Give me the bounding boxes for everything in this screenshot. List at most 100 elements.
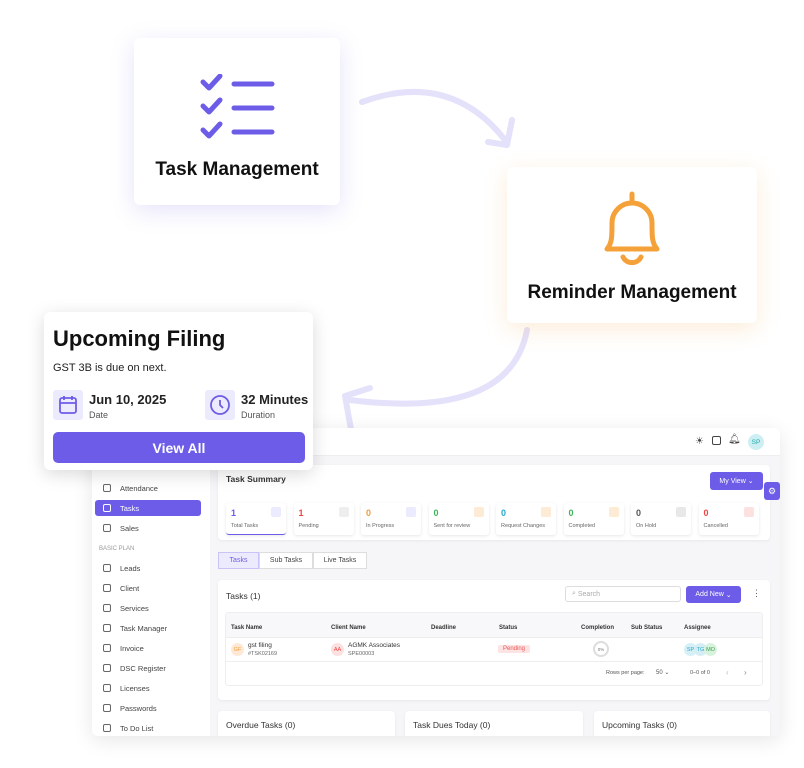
tab-live-tasks[interactable]: Live Tasks <box>313 552 367 569</box>
task-management-card: Task Management <box>134 38 340 205</box>
stat-icon <box>676 507 686 517</box>
label: Sales <box>120 523 139 533</box>
tab-sub-tasks[interactable]: Sub Tasks <box>259 552 313 569</box>
menu-icon <box>103 564 111 572</box>
column-header[interactable]: Deadline <box>431 625 457 631</box>
tabs: Tasks Sub Tasks Live Tasks <box>218 552 368 569</box>
sidebar-item-task-manager[interactable]: Task Manager <box>95 620 201 636</box>
settings-icon[interactable]: ⚙ <box>764 482 780 500</box>
more-options-icon[interactable]: ⋮ <box>752 588 761 598</box>
search-icon: ⌕ <box>572 590 578 597</box>
calendar-icon <box>53 390 83 420</box>
stat-icon <box>338 507 349 517</box>
column-header[interactable]: Task Name <box>231 625 263 631</box>
my-view-button[interactable]: My View ⌄ <box>710 472 763 490</box>
tasks-table: Task Name Client Name Deadline Status Comple… <box>225 612 763 686</box>
reminder-management-title: Reminder Management <box>527 282 737 303</box>
stat-count: 0 <box>433 508 439 518</box>
theme-icon[interactable]: ☀ <box>695 436 704 447</box>
sidebar-item-to-do-list[interactable]: To Do List <box>95 720 201 736</box>
stat-icon <box>406 507 416 517</box>
completion-ring: 0% <box>593 641 609 657</box>
menu-icon <box>103 684 111 692</box>
task-id: #TSK02169 <box>248 651 278 657</box>
tab-tasks[interactable]: Tasks <box>218 552 259 569</box>
stat-label: Pending <box>298 523 319 529</box>
stat-card[interactable]: 0 On Hold <box>631 503 691 535</box>
sidebar-item-dsc-register[interactable]: DSC Register <box>95 660 201 676</box>
label: Task Manager <box>120 623 168 633</box>
menu-icon <box>103 624 111 632</box>
sidebar-item-sales[interactable]: Sales <box>95 520 201 536</box>
apps-icon[interactable] <box>712 436 721 445</box>
attendance-icon <box>103 484 111 492</box>
stat-count: 0 <box>636 508 642 518</box>
column-header[interactable]: Client Name <box>331 625 366 631</box>
stat-label: Cancelled <box>703 523 728 529</box>
sidebar-item-invoice[interactable]: Invoice <box>95 640 201 656</box>
stat-label: On Hold <box>636 523 657 529</box>
stat-icon <box>608 507 619 517</box>
sidebar-item-attendance[interactable]: Attendance <box>95 480 201 496</box>
column-header[interactable]: Assignee <box>684 625 711 631</box>
rows-per-page-select[interactable]: 50 ⌄ <box>656 670 670 676</box>
table-row[interactable]: GF gst filing #TSK02169 AA AGMK Associat… <box>226 638 762 662</box>
table-header: Task Name Client Name Deadline Status Comple… <box>226 613 762 638</box>
stat-label: Completed <box>568 523 596 529</box>
column-header[interactable]: Completion <box>581 625 614 631</box>
sidebar-item-services[interactable]: Services <box>95 600 201 616</box>
assignee-avatar: TG <box>694 643 707 656</box>
column-header[interactable]: Sub Status <box>631 625 663 631</box>
view-all-button[interactable]: View All <box>53 432 305 463</box>
stat-label: In Progress <box>366 523 395 529</box>
add-new-button[interactable]: Add New ⌄ <box>686 586 741 603</box>
menu-icon <box>103 644 111 652</box>
menu-icon <box>103 604 111 612</box>
stat-count: 1 <box>231 508 237 518</box>
client-avatar: AA <box>331 643 344 656</box>
bell-icon <box>604 191 660 266</box>
panel-title: Overdue Tasks (0) <box>226 720 296 730</box>
filing-subtitle: GST 3B is due on next. <box>53 362 167 374</box>
task-name[interactable]: gst filing <box>248 642 272 649</box>
sidebar-item-client[interactable]: Client <box>95 580 201 596</box>
task-management-title: Task Management <box>155 159 319 180</box>
reminder-management-card: Reminder Management <box>507 167 757 323</box>
client-name[interactable]: AGMK Associates <box>348 642 401 649</box>
assignee-avatar: SP <box>684 643 697 656</box>
overdue-tasks-panel: Overdue Tasks (0) <box>218 711 395 736</box>
stat-icon <box>743 507 754 517</box>
tasks-title: Tasks (1) <box>226 591 261 601</box>
prev-page-button[interactable]: ‹ <box>726 668 729 677</box>
stat-icon <box>271 507 281 517</box>
sidebar-item-licenses[interactable]: Licenses <box>95 680 201 696</box>
rows-per-page-label: Rows per page: <box>606 670 645 676</box>
sidebar-item-tasks[interactable]: Tasks <box>95 500 201 516</box>
stat-count: 1 <box>298 508 304 518</box>
pagination-range: 0–0 of 0 <box>690 670 710 676</box>
filing-title: Upcoming Filing <box>53 326 226 351</box>
filing-duration: 32 Minutes <box>241 392 309 407</box>
sidebar-item-passwords[interactable]: Passwords <box>95 700 201 716</box>
label: Passwords <box>120 703 157 713</box>
user-avatar[interactable]: SP <box>748 434 764 450</box>
upcoming-tasks-panel: Upcoming Tasks (0) <box>594 711 770 736</box>
assignee-avatar: MO <box>704 643 717 656</box>
app-window: ☀ 🔔︎ SP Attendance Tasks Sales BASIC PLA… <box>92 428 780 736</box>
column-header[interactable]: Status <box>499 625 518 631</box>
sidebar-item-leads[interactable]: Leads <box>95 560 201 576</box>
stat-icon <box>541 507 551 517</box>
search-input[interactable]: ⌕ Search <box>565 586 681 602</box>
next-page-button[interactable]: › <box>744 668 747 677</box>
stat-label: Request Changes <box>501 523 546 529</box>
bell-icon[interactable]: 🔔︎ <box>728 434 741 445</box>
